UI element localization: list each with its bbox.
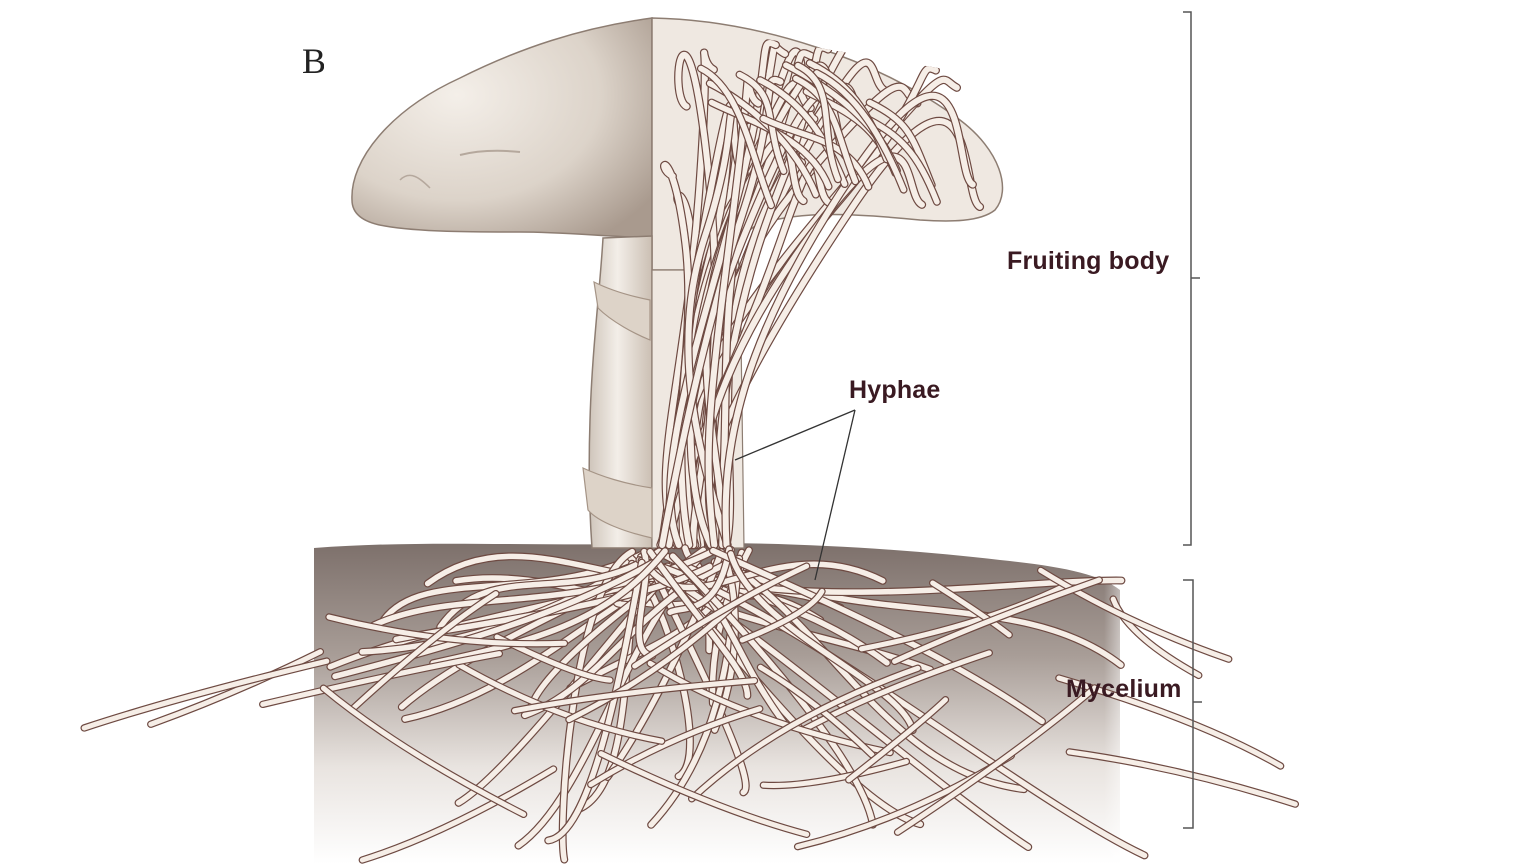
hypha-strand-core xyxy=(667,546,732,615)
hypha-strand-core xyxy=(647,660,893,755)
hypha-strand-core xyxy=(802,650,992,732)
hypha-strand-core xyxy=(662,49,717,548)
hypha-strand-core xyxy=(566,598,741,723)
hypha-strand-core xyxy=(795,62,841,182)
hypha-strand-core xyxy=(512,678,757,714)
hypha-strand-core xyxy=(647,548,751,699)
hypha-strand-core xyxy=(760,115,872,190)
hypha-strand-core xyxy=(757,664,875,758)
hypha-strand-core xyxy=(736,71,787,174)
fruiting-body-bracket xyxy=(1183,11,1200,546)
hypha-strand-core xyxy=(760,759,909,788)
hypha-strand-core xyxy=(739,588,825,643)
mycelium-label: Mycelium xyxy=(1066,675,1182,703)
hypha-strand-core xyxy=(675,51,719,548)
hypha-strand-core xyxy=(930,580,1012,638)
hypha-strand-core xyxy=(1038,567,1232,662)
hypha-strand-core xyxy=(588,706,763,787)
fruiting-body-label: Fruiting body xyxy=(1007,247,1170,275)
hypha-strand-core xyxy=(350,591,499,712)
hypha-strand-core xyxy=(1110,596,1202,678)
hypha-strand-core xyxy=(598,751,810,837)
mycelium-bracket xyxy=(1183,579,1202,829)
hypha-strand-core xyxy=(710,547,1045,725)
hyphae-label: Hyphae xyxy=(849,376,941,404)
hypha-strand-core xyxy=(793,75,859,185)
hypha-strand-core xyxy=(359,766,557,863)
hyphae-pointer-lines xyxy=(734,409,856,581)
figure-letter-mark: B xyxy=(302,41,324,81)
hypha-strand-core xyxy=(148,649,323,727)
hypha-strand-core xyxy=(1066,749,1298,807)
hypha-strand-core xyxy=(813,70,907,193)
hypha-strand-core xyxy=(895,685,1098,835)
hypha-strand-core xyxy=(81,658,330,731)
hyphae-in-fruiting-body xyxy=(656,23,985,550)
hypha-strand-core xyxy=(858,583,1068,652)
hypha-strand-core xyxy=(632,563,810,669)
hypha-strand-core xyxy=(320,685,527,817)
hypha-strand-core xyxy=(430,548,668,666)
hypha-strand-core xyxy=(689,665,921,802)
hypha-strand-core xyxy=(456,662,665,744)
hypha-strand-core xyxy=(698,65,774,209)
hypha-strand-core xyxy=(892,577,1102,664)
hypha-strand-core xyxy=(678,102,748,548)
mycelium-strands xyxy=(80,544,1299,864)
hypha-strand-core xyxy=(545,559,645,844)
hypha-strand-core xyxy=(728,551,916,733)
hypha-strand-core xyxy=(332,560,655,680)
hypha-strand-core xyxy=(326,614,567,647)
hypha-strand-core xyxy=(846,697,948,783)
